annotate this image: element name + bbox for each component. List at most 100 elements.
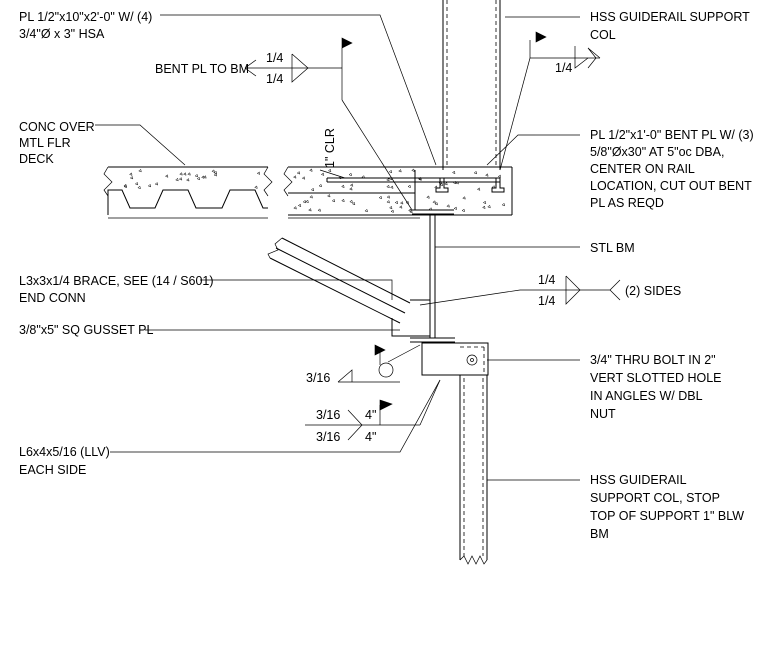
label-bolt-line1: 3/4" THRU BOLT IN 2" (590, 353, 716, 367)
stipple-mark (432, 200, 436, 204)
stipple-mark (399, 201, 404, 205)
weld-symbol-all-around (337, 344, 421, 383)
stipple-mark (453, 206, 457, 210)
stipple-mark (487, 204, 491, 209)
stipple-mark (213, 173, 217, 177)
label-hss-col-line1: HSS GUIDERAIL SUPPORT (590, 10, 750, 24)
label-bent-pl-line4: LOCATION, CUT OUT BENT (590, 179, 752, 193)
label-brace-line2: END CONN (19, 291, 86, 305)
label-hss-col-line2: COL (590, 28, 616, 42)
stipple-mark (186, 178, 190, 182)
weld-size-sides-bottom: 1/4 (538, 294, 555, 308)
stipple-mark (331, 198, 336, 203)
brace-angle (267, 237, 411, 324)
label-gusset: 3/8"x5" SQ GUSSET PL (19, 323, 153, 337)
weld-size-bent-bottom: 1/4 (266, 72, 283, 86)
concrete-slab-right (283, 166, 513, 219)
label-bolt-line3: IN ANGLES W/ DBL (590, 389, 703, 403)
stipple-mark (390, 209, 394, 213)
stipple-mark (183, 172, 187, 176)
weld-symbol-bent-plate (244, 37, 413, 211)
stipple-mark (317, 208, 321, 212)
stipple-mark (409, 209, 413, 214)
label-stl-bm: STL BM (590, 241, 635, 255)
weld-size-angle-top: 3/16 (316, 408, 340, 422)
stipple-mark (407, 184, 411, 189)
label-pl-hsa-line1: PL 1/2"x10"x2'-0" W/ (4) (19, 10, 152, 24)
stipple-mark (378, 195, 382, 200)
stipple-mark (388, 205, 393, 210)
weld-symbol-angle (305, 379, 441, 441)
stipple-mark (293, 175, 297, 179)
stipple-mark (394, 200, 399, 205)
stipple-mark (462, 196, 466, 200)
stipple-mark (348, 172, 352, 177)
label-hss-low-line3: TOP OF SUPPORT 1" BLW (590, 509, 744, 523)
stipple-mark (296, 171, 301, 175)
stipple-mark (476, 187, 481, 191)
stipple-mark (386, 184, 390, 189)
stipple-mark (390, 185, 394, 189)
stipple-mark (497, 174, 502, 178)
label-bent-pl-line1: PL 1/2"x1'-0" BENT PL W/ (3) (590, 128, 754, 142)
label-hss-low-line1: HSS GUIDERAIL (590, 473, 687, 487)
upper-hss-column (442, 0, 501, 170)
stipple-mark (213, 170, 217, 175)
stipple-mark (164, 174, 169, 178)
stipple-mark (297, 203, 302, 208)
stipple-mark (187, 172, 191, 176)
stipple-mark (327, 194, 331, 198)
label-angle-line2: EACH SIDE (19, 463, 86, 477)
stipple-mark (309, 168, 313, 172)
stipple-mark (318, 183, 322, 188)
stipple-mark (293, 206, 297, 210)
weld-length-angle-top: 4" (365, 408, 376, 422)
weld-symbol-hss (499, 31, 601, 171)
label-brace-line1: L3x3x1/4 BRACE, SEE (14 / S601) (19, 274, 214, 288)
stipple-mark (386, 195, 390, 199)
stipple-mark (388, 169, 393, 174)
stipple-mark (129, 172, 133, 176)
stipple-mark (305, 199, 309, 204)
stipple-mark (398, 205, 403, 209)
label-conc-line3: DECK (19, 152, 54, 166)
stipple-mark (194, 174, 198, 178)
stipple-mark (154, 182, 159, 186)
label-clearance: 1" CLR (323, 128, 337, 168)
stipple-mark (341, 184, 345, 189)
weld-symbol-sides (419, 275, 621, 306)
label-conc-line1: CONC OVER (19, 120, 95, 134)
stipple-mark (196, 176, 201, 181)
stipple-mark (446, 204, 450, 208)
steel-beam (410, 214, 455, 343)
stipple-mark (408, 208, 412, 212)
stipple-mark (129, 176, 134, 180)
stipple-mark (123, 184, 127, 189)
label-hss-low-line4: BM (590, 527, 609, 541)
stipple-mark (485, 173, 489, 177)
weld-size-bent-top: 1/4 (266, 51, 283, 65)
stipple-mark (308, 208, 312, 212)
weld-size-all-around: 3/16 (306, 371, 330, 385)
weld-size-hss: 1/4 (555, 61, 572, 75)
stipple-mark (301, 176, 306, 180)
label-hss-low-line2: SUPPORT COL, STOP (590, 491, 720, 505)
lower-hss-column (459, 375, 488, 565)
label-bent-pl-line2: 5/8"Øx30" AT 5"oc DBA, (590, 145, 724, 159)
stipple-mark (434, 202, 438, 206)
stipple-mark (439, 182, 443, 187)
stipple-mark (418, 177, 422, 181)
stipple-mark (451, 170, 456, 175)
stipple-mark (482, 205, 486, 209)
stipple-mark (309, 195, 313, 199)
weld-size-sides-top: 1/4 (538, 273, 555, 287)
concrete-slab-left (103, 166, 273, 219)
stipple-mark (482, 200, 487, 205)
stipple-mark (178, 177, 183, 181)
stipple-mark (473, 170, 477, 175)
stipple-mark (256, 171, 261, 175)
stipple-mark (203, 175, 207, 179)
label-bent-pl-to-bm: BENT PL TO BM (155, 62, 249, 76)
stipple-mark (175, 177, 179, 182)
